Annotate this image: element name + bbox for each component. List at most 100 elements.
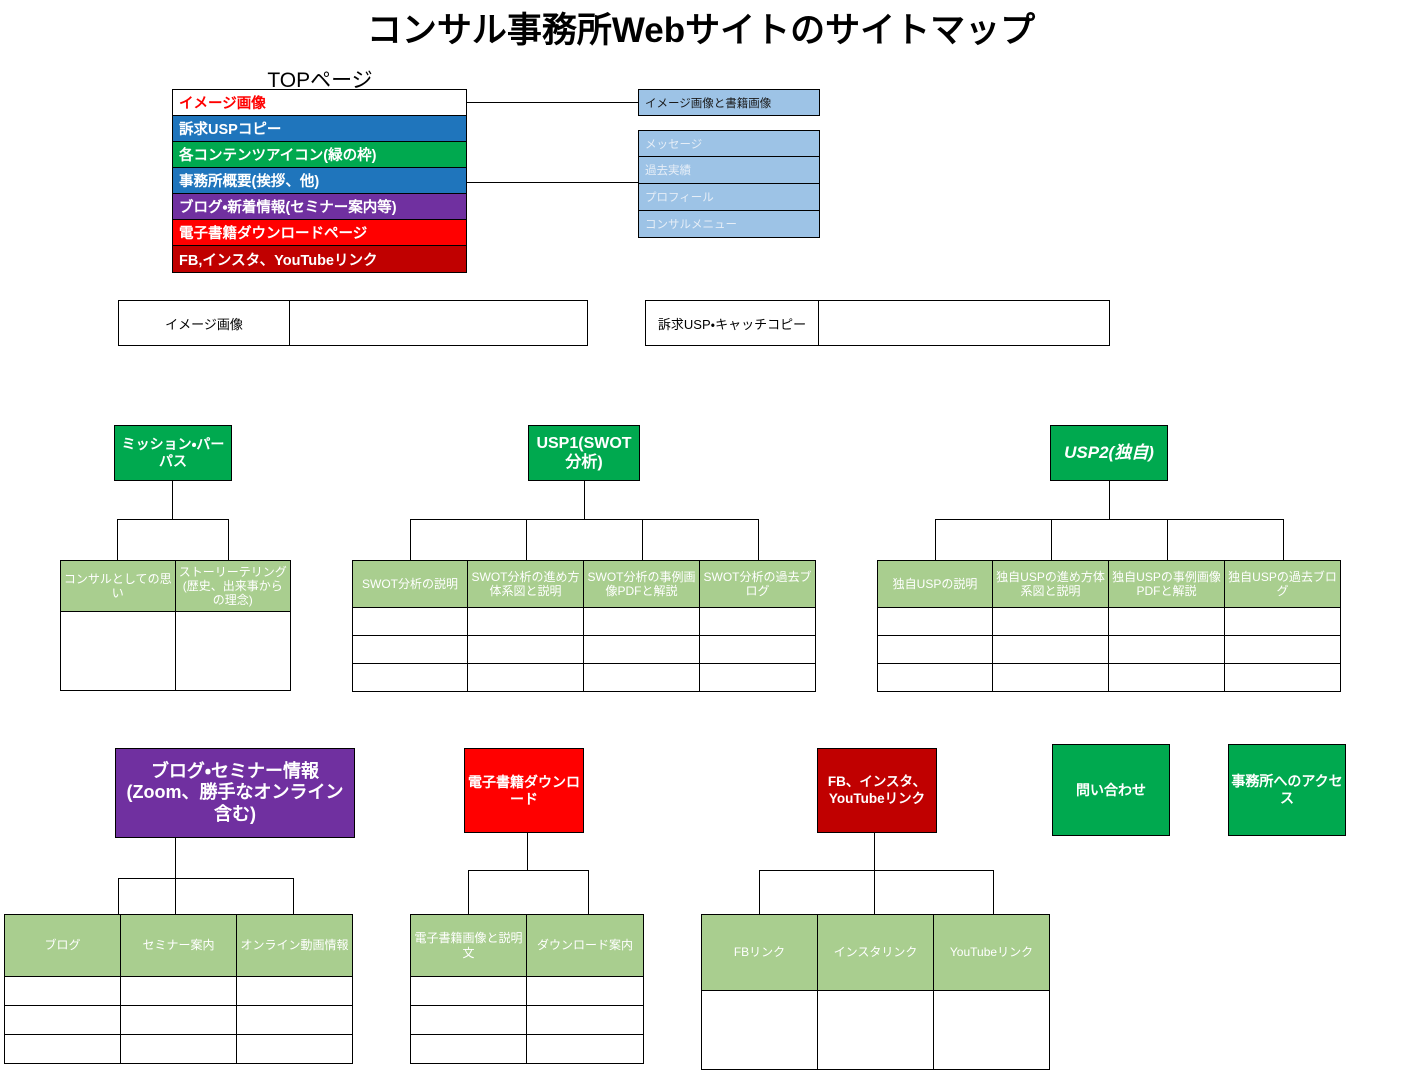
top-page-row-usp-copy[interactable]: 訴求USPコピー xyxy=(173,116,466,142)
child-empty-cell[interactable] xyxy=(121,1035,237,1063)
top-page-row-image[interactable]: イメージ画像 xyxy=(173,90,466,116)
child-cell-social-2[interactable]: YouTubeリンク xyxy=(934,915,1049,991)
side-box-profile[interactable]: プロフィール xyxy=(638,184,820,211)
child-cell-usp2-3[interactable]: 独自USPの過去ブログ xyxy=(1225,561,1340,608)
connector-drop-usp1-2 xyxy=(642,519,643,560)
node-head-ebook[interactable]: 電子書籍ダウンロード xyxy=(464,748,584,833)
child-empty-cell[interactable] xyxy=(61,612,176,690)
child-empty-cell[interactable] xyxy=(584,608,700,635)
node-head-social[interactable]: FB、インスタ、YouTubeリンク xyxy=(817,748,937,833)
child-cell-usp1-3[interactable]: SWOT分析の過去ブログ xyxy=(700,561,815,608)
child-empty-cell[interactable] xyxy=(527,1035,643,1063)
top-page-stack: イメージ画像 訴求USPコピー 各コンテンツアイコン(緑の枠) 事務所概要(挨拶… xyxy=(172,89,467,273)
child-cell-usp2-1[interactable]: 独自USPの進め方体系図と説明 xyxy=(993,561,1109,608)
child-empty-cell[interactable] xyxy=(584,664,700,691)
wide-box-image[interactable]: イメージ画像 xyxy=(118,300,588,346)
child-cell-mission-1[interactable]: ストーリーテリング(歴史、出来事からの理念) xyxy=(175,561,290,612)
child-cell-social-1[interactable]: インスタリンク xyxy=(818,915,934,991)
child-empty-cell[interactable] xyxy=(700,608,815,635)
child-empty-cell[interactable] xyxy=(121,1006,237,1034)
child-empty-cell[interactable] xyxy=(5,1035,121,1063)
child-empty-cell[interactable] xyxy=(934,991,1049,1069)
wide-box-empty-cell[interactable] xyxy=(290,301,587,345)
node-head-usp1[interactable]: USP1(SWOT分析) xyxy=(528,425,640,481)
child-empty-cell[interactable] xyxy=(237,1006,352,1034)
child-empty-cell[interactable] xyxy=(878,636,993,663)
standalone-box-contact[interactable]: 問い合わせ xyxy=(1052,744,1170,836)
child-empty-cell[interactable] xyxy=(5,1006,121,1034)
child-cell-ebook-1[interactable]: ダウンロード案内 xyxy=(527,915,643,977)
wide-box-empty-cell[interactable] xyxy=(819,301,1109,345)
child-empty-cell[interactable] xyxy=(700,664,815,691)
child-empty-cell[interactable] xyxy=(176,612,291,690)
child-cell-blog-0[interactable]: ブログ xyxy=(5,915,121,977)
child-empty-cell[interactable] xyxy=(353,608,468,635)
child-cell-social-0[interactable]: FBリンク xyxy=(702,915,818,991)
side-box-image-and-book[interactable]: イメージ画像と書籍画像 xyxy=(638,89,820,116)
child-empty-cell[interactable] xyxy=(353,664,468,691)
child-empty-cell[interactable] xyxy=(1225,636,1340,663)
side-box-consulting-menu[interactable]: コンサルメニュー xyxy=(638,211,820,238)
connector-drop-usp2-1 xyxy=(1051,519,1052,560)
child-empty-cell[interactable] xyxy=(468,664,584,691)
child-empty-cell[interactable] xyxy=(993,608,1109,635)
child-empty-cell[interactable] xyxy=(411,977,527,1005)
connector-drop-blog-1 xyxy=(175,878,176,914)
child-cell-usp1-1[interactable]: SWOT分析の進め方体系図と説明 xyxy=(468,561,584,608)
node-head-mission[interactable]: ミッション・パーパス xyxy=(114,425,232,481)
child-empty-cell[interactable] xyxy=(411,1006,527,1034)
child-empty-cell[interactable] xyxy=(121,977,237,1005)
child-empty-cell[interactable] xyxy=(878,608,993,635)
child-cell-usp2-0[interactable]: 独自USPの説明 xyxy=(878,561,993,608)
node-head-usp2[interactable]: USP2(独自) xyxy=(1050,425,1168,481)
top-page-row-office-overview[interactable]: 事務所概要(挨拶、他) xyxy=(173,168,466,194)
child-empty-cell[interactable] xyxy=(468,636,584,663)
child-cell-usp1-2[interactable]: SWOT分析の事例画像PDFと解説 xyxy=(584,561,700,608)
child-body-row xyxy=(5,1035,352,1063)
child-head-row: 独自USPの説明 独自USPの進め方体系図と説明 独自USPの事例画像PDFと解… xyxy=(878,561,1340,608)
child-empty-cell[interactable] xyxy=(527,1006,643,1034)
child-empty-cell[interactable] xyxy=(1109,608,1225,635)
child-cell-label: FBリンク xyxy=(733,945,786,960)
node-head-blog[interactable]: ブログ・セミナー情報 (Zoom、勝手なオンライン含む) xyxy=(115,748,355,838)
child-body-row xyxy=(411,977,643,1006)
side-box-message[interactable]: メッセージ xyxy=(638,130,820,157)
child-empty-cell[interactable] xyxy=(702,991,818,1069)
child-empty-cell[interactable] xyxy=(700,636,815,663)
child-cell-usp1-0[interactable]: SWOT分析の説明 xyxy=(353,561,468,608)
page-title: コンサル事務所Webサイトのサイトマップ xyxy=(366,11,1036,50)
child-empty-cell[interactable] xyxy=(878,664,993,691)
child-cell-usp2-2[interactable]: 独自USPの事例画像PDFと解説 xyxy=(1109,561,1225,608)
top-page-row-social-links[interactable]: FB,インスタ、YouTubeリンク xyxy=(173,246,466,272)
child-empty-cell[interactable] xyxy=(468,608,584,635)
connector-line-overview xyxy=(467,182,639,183)
wide-box-label: 訴求USP・キャッチコピー xyxy=(657,316,807,332)
top-page-row-blog-news[interactable]: ブログ・新着情報(セミナー案内等) xyxy=(173,194,466,220)
child-empty-cell[interactable] xyxy=(584,636,700,663)
child-empty-cell[interactable] xyxy=(1109,636,1225,663)
child-empty-cell[interactable] xyxy=(411,1035,527,1063)
side-box-past-results[interactable]: 過去実績 xyxy=(638,157,820,184)
top-page-row-content-icons[interactable]: 各コンテンツアイコン(緑の枠) xyxy=(173,142,466,168)
child-empty-cell[interactable] xyxy=(1109,664,1225,691)
child-empty-cell[interactable] xyxy=(1225,608,1340,635)
child-cell-blog-1[interactable]: セミナー案内 xyxy=(121,915,237,977)
child-empty-cell[interactable] xyxy=(993,636,1109,663)
child-empty-cell[interactable] xyxy=(993,664,1109,691)
child-empty-cell[interactable] xyxy=(237,977,352,1005)
node-head-label: ブログ・セミナー情報 (Zoom、勝手なオンライン含む) xyxy=(126,760,344,824)
child-empty-cell[interactable] xyxy=(527,977,643,1005)
child-empty-cell[interactable] xyxy=(1225,664,1340,691)
child-empty-cell[interactable] xyxy=(353,636,468,663)
child-empty-cell[interactable] xyxy=(5,977,121,1005)
wide-box-usp-catchcopy[interactable]: 訴求USP・キャッチコピー xyxy=(645,300,1110,346)
child-head-row: 電子書籍画像と説明文 ダウンロード案内 xyxy=(411,915,643,977)
standalone-box-access[interactable]: 事務所へのアクセス xyxy=(1228,744,1346,836)
child-empty-cell[interactable] xyxy=(237,1035,352,1063)
child-empty-cell[interactable] xyxy=(818,991,934,1069)
child-cell-blog-2[interactable]: オンライン動画情報 xyxy=(237,915,352,977)
top-page-row-ebook-download[interactable]: 電子書籍ダウンロードページ xyxy=(173,220,466,246)
child-cell-ebook-0[interactable]: 電子書籍画像と説明文 xyxy=(411,915,527,977)
node-head-label: 電子書籍ダウンロード xyxy=(468,773,580,807)
child-cell-mission-0[interactable]: コンサルとしての思い xyxy=(61,561,176,612)
